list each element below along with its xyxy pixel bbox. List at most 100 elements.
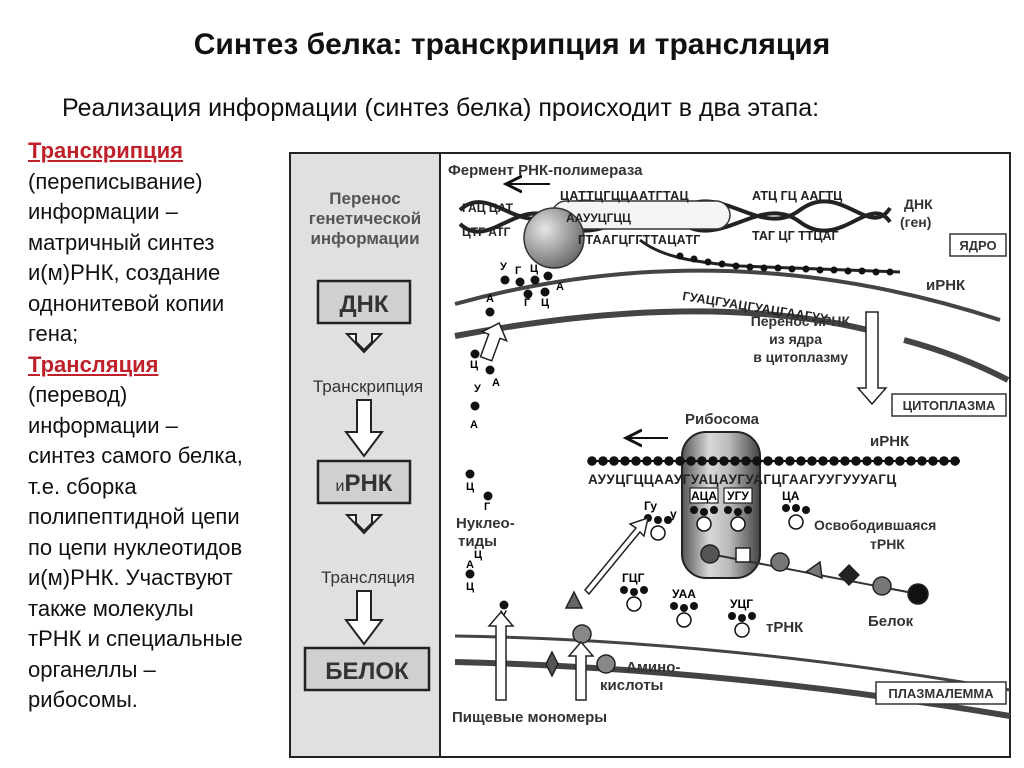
anticodon-label: УГУ — [727, 489, 749, 503]
dna-sequence-top-right: АТЦ ГЦ ААГТЦ — [752, 189, 843, 203]
mrna-transfer-label: из ядра — [769, 331, 822, 347]
mrna-prefix: и — [336, 478, 345, 495]
incoming-trna-loop — [650, 525, 666, 541]
translation-line: рибосомы. — [28, 687, 138, 712]
flow-heading-line: Перенос — [329, 189, 400, 208]
nucleotide-letter: У — [474, 383, 481, 395]
mrna-top-label: иРНК — [926, 277, 966, 294]
amino-acids-label: Амино- — [626, 659, 680, 676]
free-trna-loop — [734, 622, 750, 638]
nuclear-membrane-outer — [454, 308, 1010, 383]
free-trna-anticodon: УАА — [672, 587, 696, 601]
amino-acid-diamond — [545, 650, 559, 678]
mrna-transfer-label: Перенос иРНК — [751, 313, 851, 329]
flow-translation-label: Трансляция — [321, 568, 415, 587]
nucleotide-letter: Ц — [470, 359, 478, 371]
anticodon-label: АЦА — [691, 489, 717, 503]
dna-sequence-bottom-left: ЦТГ АТГ — [462, 225, 511, 239]
flow-arrow-down — [344, 590, 384, 646]
incoming-trna-letters: у — [670, 507, 677, 521]
mrna-ribosome-label: иРНК — [870, 433, 910, 450]
flow-arrow-notch — [344, 514, 384, 535]
plasma-membrane-inner — [454, 634, 1011, 692]
flow-arrow-down — [344, 399, 384, 458]
nucleotide-letter: Ц — [541, 297, 549, 309]
nucleotide-letter: А — [486, 293, 494, 305]
dna-sequence-mid-top: ААУУЦГЦЦ — [566, 211, 631, 225]
anticodon-box — [723, 487, 753, 504]
flow-heading-line: информации — [310, 229, 419, 248]
protein-box — [303, 646, 431, 692]
mrna-box — [316, 459, 412, 505]
translation-line: синтез самого белка, — [28, 443, 243, 468]
plasmalemma-tag — [875, 681, 1007, 705]
translation-line: тРНК и специальные — [28, 626, 243, 651]
transcription-line: и(м)РНК, создание — [28, 260, 221, 285]
monomer-uptake-arrow — [487, 610, 515, 701]
nucleotide-letter: А — [466, 559, 474, 571]
free-trna-anticodon: ГЦГ — [622, 571, 645, 585]
ribosome-label: Рибосома — [685, 411, 760, 428]
nucleotide-letter: А — [470, 419, 478, 431]
nucleotide-letter: Г — [524, 297, 531, 309]
amino-acid-triangle — [564, 590, 584, 609]
ribosome — [681, 431, 761, 579]
description-text: Транскрипция (переписывание) информации … — [28, 136, 290, 716]
nucleotide-letter: Ц — [466, 481, 474, 493]
transcription-term: Транскрипция — [28, 138, 183, 163]
trna-loading-arrow — [583, 516, 650, 596]
anticodon-box — [689, 487, 719, 504]
dna-box — [316, 279, 412, 325]
enzyme-label: Фермент РНК-полимераза — [448, 162, 643, 179]
free-trna-beads — [670, 602, 698, 612]
mrna-transfer-label: в цитоплазму — [753, 349, 848, 365]
cytoplasm-label: ЦИТОПЛАЗМА — [903, 398, 996, 413]
monomer-uptake-arrow — [567, 640, 595, 701]
nascent-mrna-beads — [676, 252, 894, 276]
protein-box-label: БЕЛОК — [325, 658, 409, 685]
amino-acid-circle — [572, 624, 592, 644]
released-trna-beads — [782, 504, 810, 514]
free-nucleotides-cluster — [485, 271, 553, 317]
food-monomers-label: Пищевые мономеры — [452, 709, 607, 726]
peptide-chain — [700, 544, 929, 605]
nucleotide-uptake-arrow — [479, 322, 508, 362]
transcription-line: информации – — [28, 199, 178, 224]
dna-sequence-top-left: ГАЦ ЦАТ — [462, 201, 514, 215]
mrna-transfer-arrow — [856, 311, 888, 406]
nucleotide-letter: Ц — [474, 549, 482, 561]
transcription-line: матричный синтез — [28, 229, 215, 255]
translation-term: Трансляция — [28, 351, 159, 377]
protein-label: Белок — [868, 613, 914, 630]
mrna-chain-beads — [587, 456, 960, 466]
nucleotide-letter: Г — [515, 265, 522, 277]
translation-line: и(м)РНК. Участвуют — [28, 565, 233, 590]
flow-arrow-notch — [344, 333, 384, 354]
nucleus-label: ЯДРО — [959, 238, 996, 253]
translation-line: т.е. сборка — [28, 473, 137, 499]
nuclear-membrane-inner — [454, 268, 1001, 322]
dna-gene-label: (ген) — [900, 214, 931, 230]
dna-sequence-top: ЦАТТЦГЦЦААТГТАЦ — [560, 189, 690, 203]
flow-heading-line: генетической — [309, 209, 421, 228]
translation-line: информации – — [28, 412, 178, 438]
nucleotides-label: тиды — [458, 533, 497, 550]
flow-transcription-label: Транскрипция — [313, 377, 423, 396]
dna-gene-label: ДНК — [904, 196, 933, 212]
page-title: Синтез белка: транскрипция и трансляция — [193, 28, 831, 61]
amino-acids-label: кислоты — [600, 677, 663, 694]
nucleotide-letter: Ц — [530, 263, 538, 275]
translation-line: органеллы – — [28, 656, 156, 682]
nucleus-tag — [949, 233, 1007, 257]
trna-label: тРНК — [766, 619, 804, 636]
cytoplasm-nucleotides — [465, 349, 509, 610]
mrna-sequence: АУУЦГЦЦААУГУАЦАУГУАГЦГААГУУГУУУАГЦ — [588, 472, 897, 487]
released-trna-label: тРНК — [870, 536, 905, 552]
dna-box-label: ДНК — [339, 291, 388, 318]
free-trna-loop — [626, 596, 642, 612]
mrna-main: РНК — [344, 470, 392, 497]
dna-sequence-mid: ГТААГЦГГТТАЦАТГ — [578, 233, 701, 247]
released-trna-loop — [788, 514, 804, 530]
nucleotide-letter: Ц — [466, 581, 474, 593]
incoming-trna-letters: Гу — [644, 499, 657, 513]
